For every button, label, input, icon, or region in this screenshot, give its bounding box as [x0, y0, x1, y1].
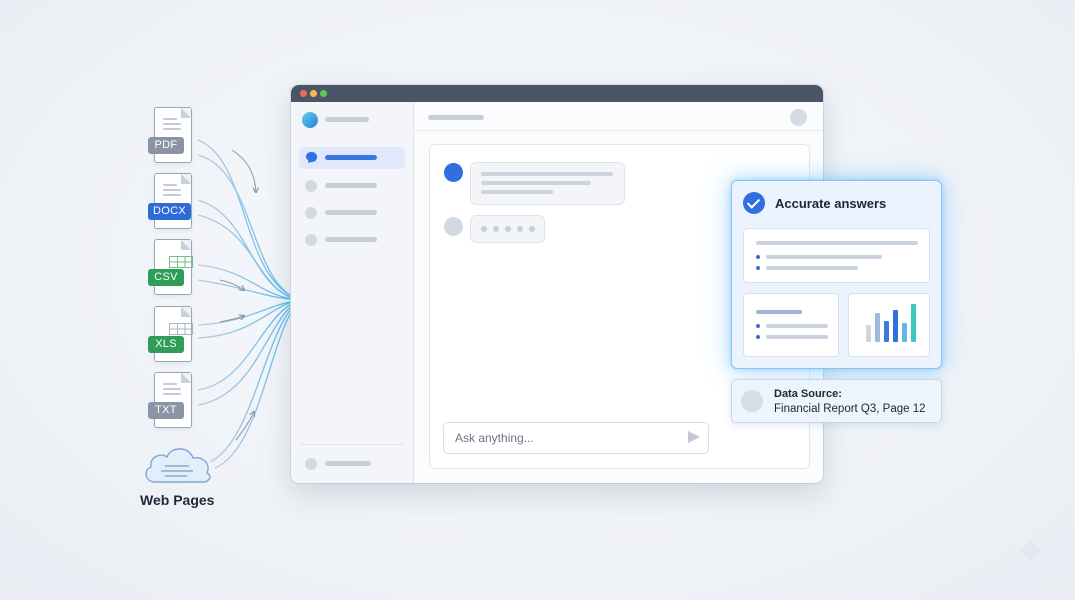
close-window-dot[interactable]: [300, 90, 307, 97]
window-titlebar: [291, 85, 823, 102]
user-avatar: [444, 217, 463, 236]
source-fan-lines: [197, 139, 301, 469]
source-card[interactable]: Data Source: Financial Report Q3, Page 1…: [731, 379, 942, 423]
message-bubble: [470, 162, 625, 205]
answer-text-panel: [743, 228, 930, 283]
file-type-badge: CSV: [148, 269, 184, 286]
sidebar-item-icon: [305, 180, 317, 192]
check-circle-icon: [743, 192, 765, 214]
chart-bar: [893, 310, 898, 342]
chart-bar: [875, 313, 880, 342]
minimize-window-dot[interactable]: [310, 90, 317, 97]
chat-bubble-icon: [306, 152, 317, 163]
typing-indicator: [470, 215, 545, 243]
file-docx-icon: DOCX: [148, 173, 192, 229]
sidebar-app-name: [325, 117, 369, 122]
file-xls-icon: XLS: [148, 306, 193, 362]
chart-bar: [884, 321, 889, 342]
ask-input[interactable]: Ask anything...: [443, 422, 709, 454]
sidebar-item[interactable]: [325, 237, 377, 242]
file-type-badge: PDF: [148, 137, 184, 154]
sidebar-item[interactable]: [325, 210, 377, 215]
source-value: Financial Report Q3, Page 12: [774, 403, 926, 415]
sidebar-item-label: [325, 155, 377, 160]
sidebar-item[interactable]: [325, 183, 377, 188]
maximize-window-dot[interactable]: [320, 90, 327, 97]
user-name-placeholder: [325, 461, 371, 466]
send-icon[interactable]: [688, 431, 700, 443]
sidebar-item-icon: [305, 234, 317, 246]
file-type-badge: XLS: [148, 336, 184, 353]
sidebar-divider: [299, 444, 405, 445]
answer-card: Accurate answers: [731, 180, 942, 369]
sidebar-item-icon: [305, 207, 317, 219]
file-csv-icon: CSV: [148, 239, 193, 295]
profile-avatar[interactable]: [790, 109, 807, 126]
answer-title: Accurate answers: [775, 196, 887, 211]
app-logo-icon: [302, 112, 318, 128]
header-divider: [413, 130, 823, 131]
header-title-placeholder: [428, 115, 484, 120]
file-type-badge: DOCX: [148, 203, 191, 220]
file-type-badge: TXT: [148, 402, 184, 419]
file-pdf-icon: PDF: [148, 107, 192, 163]
answer-list-panel: [743, 293, 839, 357]
web-pages-label: Web Pages: [140, 492, 215, 508]
cloud-icon: [145, 448, 211, 483]
ask-input-placeholder: Ask anything...: [455, 431, 534, 445]
source-label: Data Source:: [774, 388, 842, 400]
answer-chart-panel: [848, 293, 930, 357]
assistant-avatar: [444, 163, 463, 182]
chart-bar: [866, 325, 871, 342]
chart-bar: [911, 304, 916, 342]
chart-bar: [902, 323, 907, 342]
sidebar: [291, 102, 414, 483]
source-icon: [741, 390, 763, 412]
file-txt-icon: TXT: [148, 372, 192, 428]
user-avatar[interactable]: [305, 458, 317, 470]
